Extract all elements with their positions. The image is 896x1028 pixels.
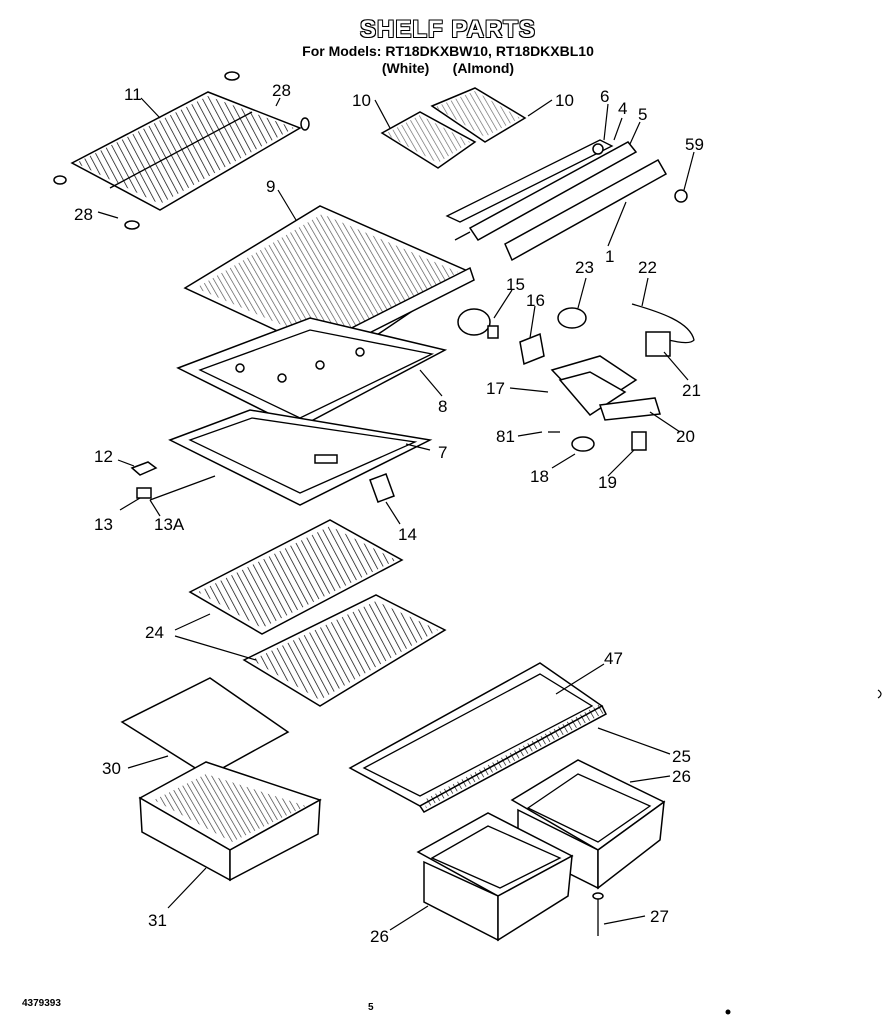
screw-part-27 bbox=[592, 892, 604, 936]
callout-17: 17 bbox=[486, 379, 505, 398]
callout-18: 18 bbox=[530, 467, 549, 486]
callout-11: 11 bbox=[124, 85, 142, 104]
callout-30: 30 bbox=[102, 759, 121, 778]
callout-24: 24 bbox=[145, 623, 164, 642]
callout-1: 1 bbox=[605, 247, 614, 266]
wire-shelf-part-11 bbox=[70, 91, 302, 211]
page-number: 5 bbox=[368, 1002, 374, 1013]
callout-19: 19 bbox=[598, 473, 617, 492]
shelf-cover-part-7 bbox=[168, 409, 433, 506]
callout-28-top: 28 bbox=[272, 81, 291, 100]
callout-leader-lines bbox=[97, 97, 695, 931]
callout-13: 13 bbox=[94, 515, 113, 534]
drawer-part-31 bbox=[138, 761, 322, 882]
callout-8: 8 bbox=[438, 397, 447, 416]
diagram-title: SHELF PARTS bbox=[360, 16, 536, 43]
lamp-and-control-parts-15-23 bbox=[457, 303, 695, 452]
callout-20: 20 bbox=[676, 427, 695, 446]
callout-31: 31 bbox=[148, 911, 167, 930]
crisper-bin-part-26 bbox=[416, 759, 666, 942]
scan-mark bbox=[877, 689, 882, 699]
small-bracket-parts-12-13-14 bbox=[130, 461, 395, 503]
glass-shelf-part-47 bbox=[348, 662, 607, 813]
callout-14: 14 bbox=[398, 525, 417, 544]
page-footer: 4379393 5 bbox=[22, 689, 882, 1015]
callout-25: 25 bbox=[672, 747, 691, 766]
callout-15: 15 bbox=[506, 275, 525, 294]
callout-28-left: 28 bbox=[74, 205, 93, 224]
callout-9: 9 bbox=[266, 177, 275, 196]
shelf-end-cap-part-28 bbox=[53, 71, 310, 230]
callout-26-right: 26 bbox=[672, 767, 691, 786]
callout-59: 59 bbox=[685, 135, 704, 154]
callout-81: 81 bbox=[496, 427, 515, 446]
model-colors: (White) (Almond) bbox=[381, 60, 515, 76]
ice-tray-part-10 bbox=[380, 87, 527, 169]
callout-12: 12 bbox=[94, 447, 113, 466]
callout-labels: 11 28 28 10 10 6 4 5 59 1 9 15 16 23 22 … bbox=[74, 81, 704, 946]
callout-10-right: 10 bbox=[555, 91, 574, 110]
shelf-frame-part-8 bbox=[176, 317, 448, 429]
callout-5: 5 bbox=[638, 105, 647, 124]
crisper-cover-part-30 bbox=[120, 677, 290, 777]
callout-23: 23 bbox=[575, 258, 594, 277]
callout-22: 22 bbox=[638, 258, 657, 277]
callout-47: 47 bbox=[604, 649, 623, 668]
document-number: 4379393 bbox=[22, 998, 61, 1009]
callout-6: 6 bbox=[600, 87, 609, 106]
registration-dot bbox=[725, 1009, 731, 1015]
shelf-rail-assembly-parts-1-4-5-6 bbox=[445, 139, 688, 262]
wire-shelf-part-24 bbox=[188, 519, 447, 707]
callout-13a: 13A bbox=[154, 515, 185, 534]
callout-4: 4 bbox=[618, 99, 627, 118]
callout-7: 7 bbox=[438, 443, 447, 462]
callout-10-left: 10 bbox=[352, 91, 371, 110]
callout-16: 16 bbox=[526, 291, 545, 310]
callout-26-bottom: 26 bbox=[370, 927, 389, 946]
model-numbers: For Models: RT18DKXBW10, RT18DKXBL10 bbox=[302, 43, 594, 59]
callout-27: 27 bbox=[650, 907, 669, 926]
callout-21: 21 bbox=[682, 381, 701, 400]
